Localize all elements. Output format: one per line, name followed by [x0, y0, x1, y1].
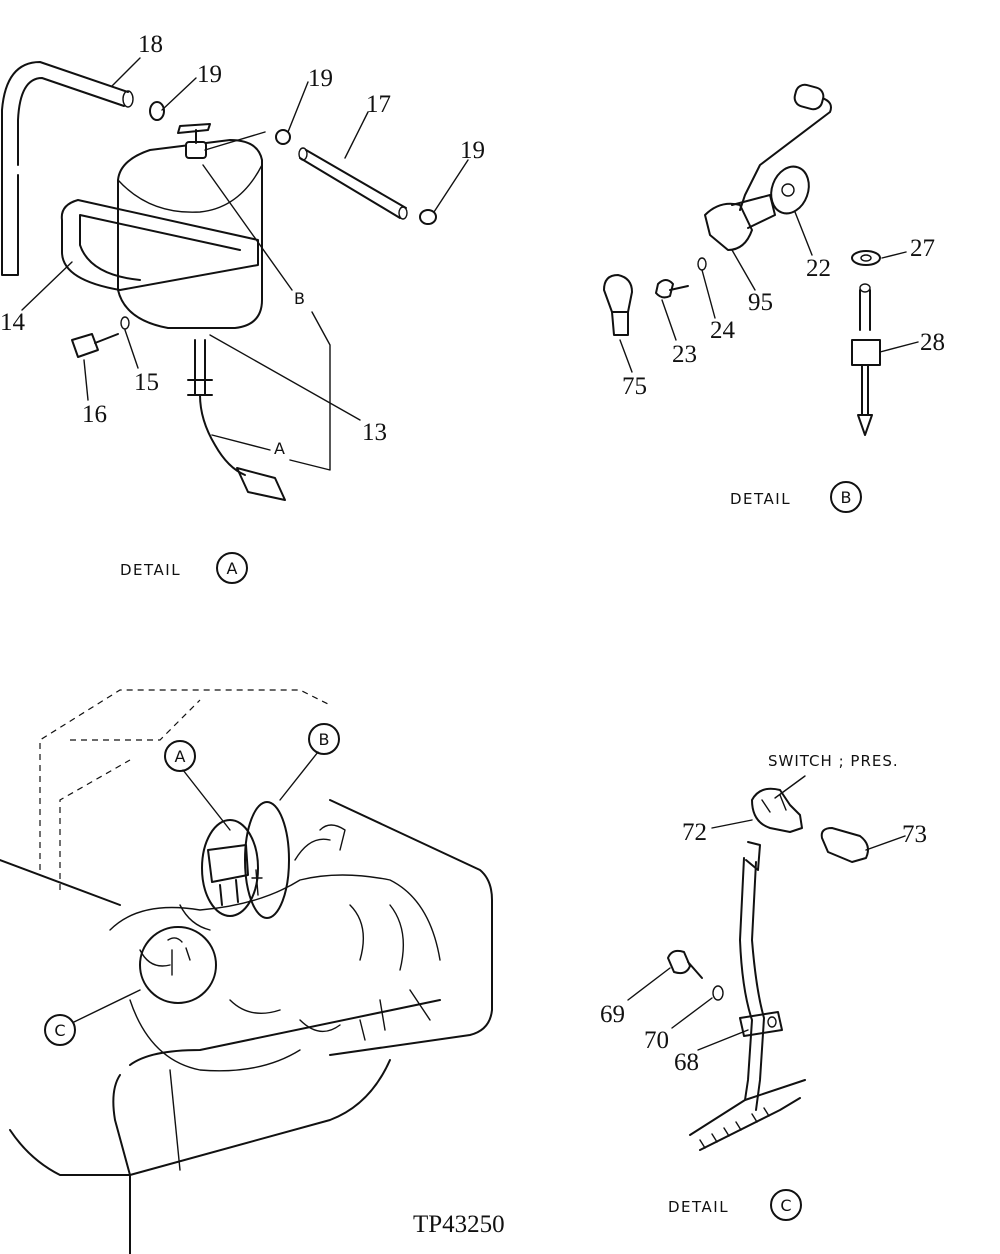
callout-18: 18: [138, 31, 163, 58]
overview-circle-a-label: A: [175, 747, 186, 766]
detail-c-circle-label: C: [780, 1196, 791, 1215]
callout-23: 23: [672, 341, 697, 368]
detail-c-callouts: SWITCH ; PRES. 72 73 69 70 68: [600, 752, 927, 1076]
detail-a-circle-label: A: [227, 559, 238, 578]
overview-circle-c-label: C: [54, 1021, 65, 1040]
overview-circle-b-label: B: [319, 730, 330, 749]
overview-circle-c: [44, 1014, 76, 1046]
callout-75: 75: [622, 373, 647, 400]
detail-a-caption: DETAIL A: [120, 552, 248, 584]
detail-b-caption: DETAIL B: [730, 481, 862, 513]
callout-a-letter: A: [274, 439, 285, 458]
callout-19: 19: [308, 65, 333, 92]
detail-a-drawing: [1, 57, 469, 501]
callout-17: 17: [366, 91, 391, 118]
callout-b-letter: B: [294, 289, 305, 308]
detail-c-drawing: [627, 775, 906, 1151]
overview-circle-b: [308, 723, 340, 755]
callout-70: 70: [644, 1027, 669, 1054]
callout-24: 24: [710, 317, 736, 344]
callout-68: 68: [674, 1049, 699, 1076]
figure-id: TP43250: [413, 1211, 505, 1238]
callout-15: 15: [134, 369, 159, 396]
callout-28: 28: [920, 329, 945, 356]
overview-circle-a: [164, 740, 196, 772]
detail-b-circle: [830, 481, 862, 513]
callout-69: 69: [600, 1001, 625, 1028]
callout-73: 73: [902, 821, 927, 848]
detail-b-circle-label: B: [841, 488, 852, 507]
detail-c-circle: [770, 1189, 802, 1221]
callout-19: 19: [460, 137, 485, 164]
detail-b-callouts: 22 27 95 24 23 28 75: [622, 235, 945, 400]
detail-b-caption-text: DETAIL: [730, 490, 791, 508]
callout-13: 13: [362, 419, 387, 446]
overview-callouts: A B C: [44, 723, 340, 1046]
callout-16: 16: [82, 401, 107, 428]
detail-a-caption-text: DETAIL: [120, 561, 181, 579]
callout-72: 72: [682, 819, 707, 846]
detail-c-caption-text: DETAIL: [668, 1198, 729, 1216]
callout-14: 14: [0, 309, 26, 336]
detail-a-callouts: 18 19 19 17 19 14 15 16 13 B A: [0, 31, 485, 458]
detail-a-circle: [216, 552, 248, 584]
switch-pres-label: SWITCH ; PRES.: [768, 752, 899, 770]
callout-95: 95: [748, 289, 773, 316]
detail-c-caption: DETAIL C: [668, 1189, 802, 1221]
callout-19: 19: [197, 61, 222, 88]
callout-27: 27: [910, 235, 935, 262]
callout-22: 22: [806, 255, 831, 282]
overview-drawing: [0, 689, 493, 1254]
detail-b-drawing: [603, 83, 919, 436]
